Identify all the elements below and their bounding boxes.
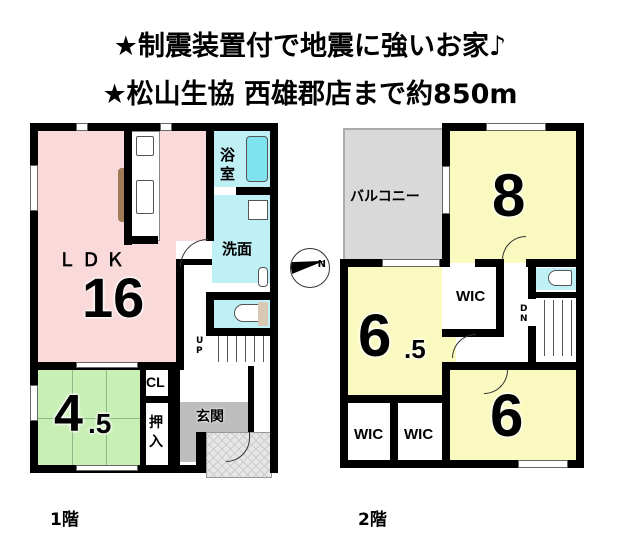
door-swing[interactable]	[180, 239, 208, 267]
window	[518, 460, 568, 468]
wall-1f-left	[30, 123, 38, 473]
washing-machine-icon	[248, 200, 268, 220]
toilet-icon	[234, 304, 260, 322]
window	[442, 166, 450, 214]
compass-north-label: N	[317, 259, 326, 270]
window	[382, 259, 440, 267]
washitsu-size-int: 4	[54, 385, 83, 443]
wall-washitsu-right	[140, 362, 146, 472]
oshiire-label-bottom: 入	[149, 434, 163, 450]
wall-wic23-divider	[390, 395, 398, 468]
window	[76, 465, 138, 471]
wic-label: WIC	[456, 288, 486, 305]
oshiire	[146, 403, 168, 461]
wall-toilet-left	[206, 292, 214, 330]
wall-hall-left	[176, 259, 184, 362]
window	[76, 123, 88, 131]
wall-toilet2-left	[528, 259, 536, 299]
room-bedroom-6	[450, 370, 576, 460]
ldk-size: 16	[82, 266, 145, 329]
stairs-2f	[536, 300, 576, 356]
room-washitsu	[38, 370, 140, 466]
wall-genkan-right	[248, 366, 254, 432]
window	[30, 385, 38, 421]
washroom-label: 洗面	[222, 240, 253, 258]
window	[160, 123, 172, 131]
wall-toilet2-bottom	[528, 292, 584, 298]
wall-oshiire-right	[168, 362, 180, 472]
genkan-label: 玄関	[196, 409, 224, 425]
wall-genkan-step	[196, 432, 206, 472]
headline-line-2: ★松山生協 西雄郡店まで約850m	[102, 79, 518, 110]
washitsu-size-dec: .5	[88, 408, 112, 439]
wall-1f-top	[30, 123, 278, 131]
wall-6-left	[442, 362, 450, 468]
balcony-label: バルコニー	[350, 189, 420, 205]
compass-icon: N	[290, 248, 330, 288]
wall-2f-left	[340, 259, 348, 468]
wic-label: WIC	[404, 426, 434, 443]
floor-label-1f: 1階	[50, 510, 79, 530]
wall-6-top	[442, 362, 584, 370]
headline-line-1: ★制震装置付で地震に強いお家♪	[113, 31, 507, 62]
closet-label: CL	[146, 374, 165, 390]
bedroom-6-5-size-int: 6	[358, 302, 392, 369]
stove-icon	[136, 136, 154, 156]
toilet-tank	[258, 302, 268, 326]
bath-label-top: 浴	[220, 146, 236, 164]
wall-wic1-bottom	[442, 329, 504, 337]
room-bedroom-6-5-ext	[348, 330, 456, 395]
stairs-up-label-u: U	[196, 336, 204, 346]
wall-wash-bottom	[206, 292, 276, 300]
bedroom-6-5-size-dec: .5	[404, 334, 426, 364]
window	[30, 165, 38, 211]
wall-wic1-right	[496, 259, 504, 337]
wall-wic1-top	[475, 259, 504, 267]
window	[76, 362, 138, 368]
kitchen-wall-bottom	[124, 236, 158, 244]
wall-stairs2-left	[528, 326, 536, 362]
window	[486, 123, 546, 131]
floor-label-2f: 2階	[358, 510, 387, 530]
stairs-up-label-p: P	[196, 346, 203, 356]
toilet-icon	[548, 270, 572, 286]
kitchen-wall	[124, 131, 132, 245]
stairs-down-label-d: D	[520, 304, 528, 314]
sink-icon	[136, 180, 154, 214]
wall-closet-bottom	[140, 396, 180, 403]
ldk-label: ＬＤＫ	[58, 250, 130, 271]
wall-bath-left	[206, 123, 214, 241]
stairs-down-label-n: N	[520, 314, 528, 324]
wall-8-bottom	[526, 259, 584, 267]
wic-label: WIC	[354, 426, 384, 443]
bathtub-icon	[246, 136, 268, 182]
balcony	[343, 128, 443, 264]
stairs-1f	[210, 336, 270, 362]
bedroom-6-size: 6	[490, 382, 524, 449]
wall-bath-bottom	[236, 187, 276, 195]
washbasin-icon	[258, 267, 268, 287]
bath-label-bottom: 室	[220, 165, 236, 183]
wall-toilet-bottom	[206, 328, 276, 336]
bedroom-8-size: 8	[492, 162, 526, 229]
oshiire-label-top: 押	[149, 415, 163, 431]
wall-2f-bottom	[340, 460, 584, 468]
